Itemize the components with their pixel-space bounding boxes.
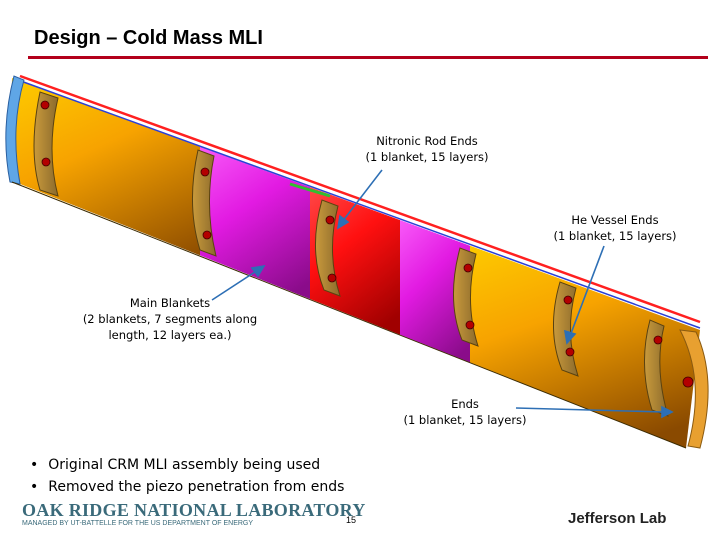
bullet-item: • Removed the piezo penetration from end… [30,476,344,498]
arrowhead-ends [661,405,674,419]
flange-2 [191,149,217,257]
bolt-holes [40,100,694,388]
tube-top-edge-green [289,182,331,198]
internal-flanges [33,91,669,417]
callout-arrows [211,169,674,419]
callout-ends-line1: Ends [451,397,479,411]
flange-6 [644,319,669,417]
bullet-marker: • [30,479,39,495]
callout-main-line1: Main Blankets [129,296,211,310]
bullet-text: Original CRM MLI assembly being used [48,457,321,473]
arrowhead-main-blankets [250,264,266,278]
tube-bottom-edge [11,181,687,449]
callout-main-line3: length, 12 layers ea.) [108,328,232,342]
blanket-segment-orange-1 [10,78,200,320]
ornl-logo-subtitle: MANAGED BY UT-BATTELLE FOR THE US DEPART… [22,520,254,527]
callout-nitronic-rod-ends: Nitronic Rod Ends (1 blanket, 15 layers) [362,133,492,165]
bullet-item: • Original CRM MLI assembly being used [30,454,344,476]
blanket-segments [10,78,700,448]
callout-main-blankets: Main Blankets (2 blankets, 7 segments al… [80,295,260,343]
callout-he-vessel-line1: He Vessel Ends [571,213,659,227]
slide-title: Design – Cold Mass MLI [34,27,263,49]
callout-ends: Ends (1 blanket, 15 layers) [400,396,530,428]
flange-1 [33,91,59,197]
callout-he-vessel-line2: (1 blanket, 15 layers) [553,229,677,243]
left-end-cap [5,75,25,185]
callout-ends-line2: (1 blanket, 15 layers) [403,413,527,427]
ornl-logo: OAK RIDGE NATIONAL LABORATORY MANAGED BY… [22,500,366,527]
arrow-ends [515,407,665,413]
arrow-main-blankets [211,269,259,301]
arrow-he-vessel [569,245,605,337]
tube-top-edge-blue [17,79,701,329]
flange-3 [315,199,341,297]
arrowhead-he-vessel [563,329,577,345]
jefferson-lab-logo: Jefferson Lab [568,510,666,527]
page-number: 15 [346,515,357,525]
jefferson-lab-logo-text: Jefferson Lab [568,510,667,527]
callout-nitronic-line1: Nitronic Rod Ends [376,134,478,148]
bullet-list: • Original CRM MLI assembly being used •… [30,454,344,498]
blanket-segment-magenta-2 [400,195,470,390]
bullet-text: Removed the piezo penetration from ends [48,479,345,495]
bullet-marker: • [30,457,39,473]
ornl-logo-name: OAK RIDGE NATIONAL LABORATORY [22,500,366,520]
callout-nitronic-line2: (1 blanket, 15 layers) [365,150,489,164]
title-divider [28,56,708,59]
arrow-nitronic [341,169,383,223]
arrowhead-nitronic [336,214,350,230]
cold-mass-mli-illustration [5,74,709,449]
callout-he-vessel-ends: He Vessel Ends (1 blanket, 15 layers) [550,212,680,244]
right-end-cap [679,329,709,449]
callout-main-line2: (2 blankets, 7 segments along [82,312,258,326]
